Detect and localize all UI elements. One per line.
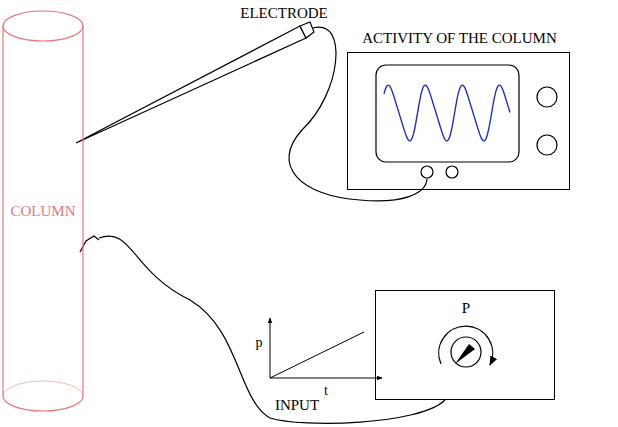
knob <box>537 135 557 155</box>
electrode-wire <box>289 27 427 201</box>
node-label: COLUMN <box>10 202 75 220</box>
graph-axis <box>270 378 382 379</box>
oscilloscope-screen <box>376 65 519 162</box>
oscilloscope-box: ACTIVITY OF THE COLUMN <box>347 52 570 190</box>
part-label: ELECTRODE <box>240 4 328 22</box>
axis-label: t <box>324 383 328 400</box>
part-label: INPUT <box>275 396 319 414</box>
input-socket <box>446 166 458 178</box>
axis-label: p <box>256 335 263 352</box>
electrode <box>76 26 306 143</box>
wave-group <box>384 85 510 141</box>
input-socket <box>421 166 433 178</box>
electrode-holder <box>300 22 314 38</box>
box-heading: ACTIVITY OF THE COLUMN <box>362 29 557 47</box>
dial-needle <box>455 344 475 364</box>
signal-trace <box>384 85 510 141</box>
graph-axis <box>270 318 271 378</box>
ramp-line <box>270 332 364 378</box>
rotation-arrow <box>439 326 493 365</box>
pump-box: P <box>375 290 555 400</box>
column-cylinder: COLUMN <box>2 10 84 412</box>
input-wire <box>99 236 445 423</box>
dial <box>451 337 481 367</box>
knob <box>537 87 557 107</box>
node-label: P <box>462 299 470 317</box>
